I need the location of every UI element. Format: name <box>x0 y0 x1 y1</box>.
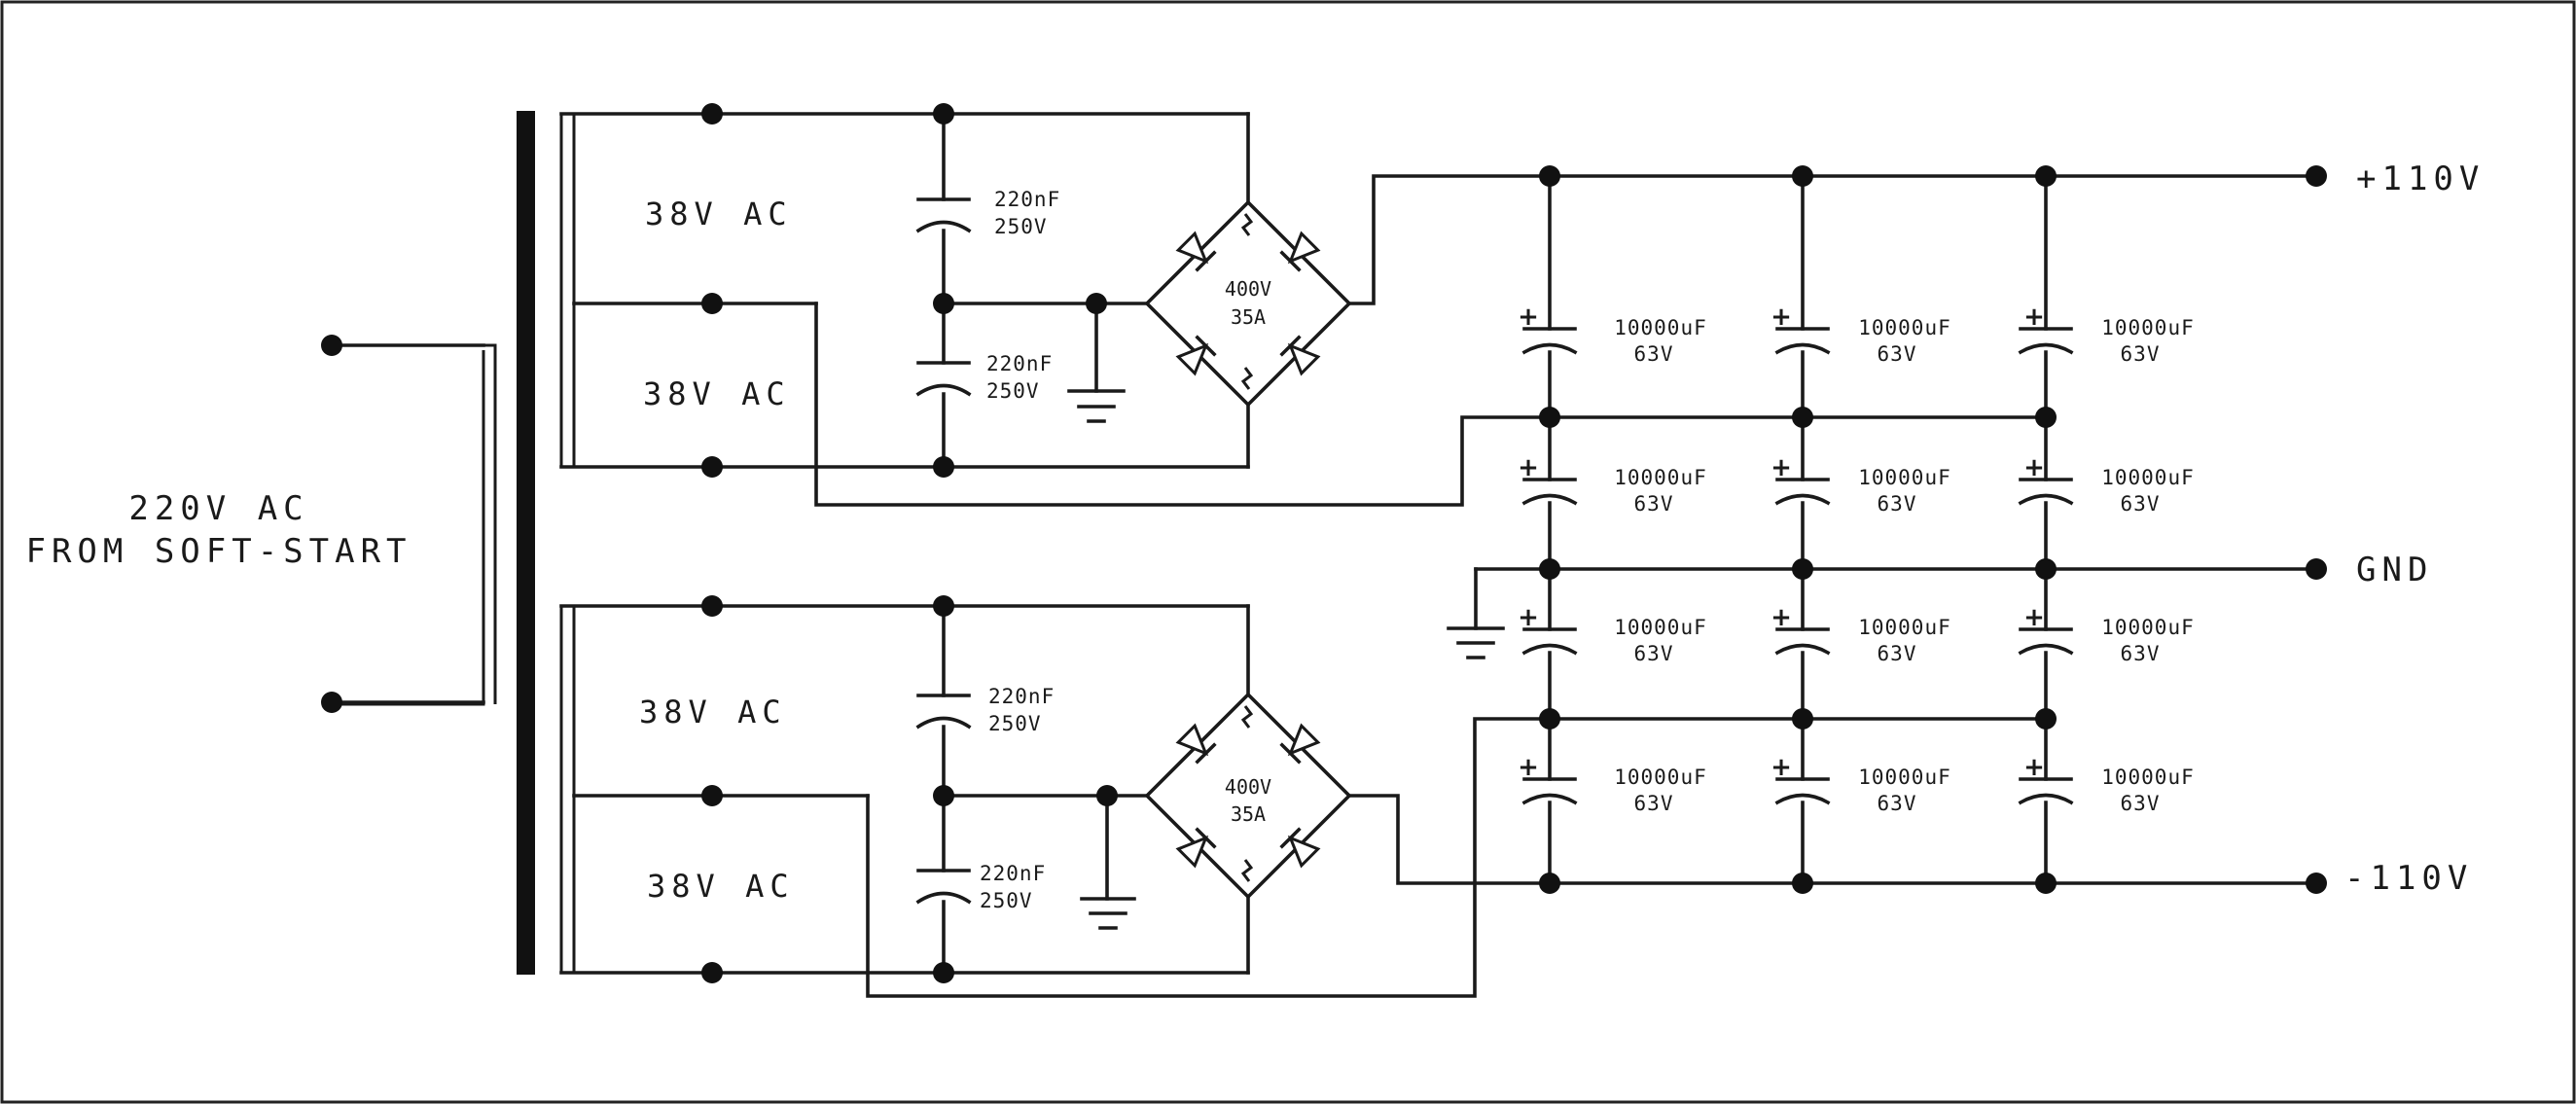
bridge-rectifier-lower <box>1144 692 1352 900</box>
cap-220nf-lower-1 <box>915 694 972 730</box>
cap-10000uf-r3-c2 <box>1774 627 1831 656</box>
ground-symbol-lower <box>1080 897 1136 930</box>
cap-voltage-r4-c1: 63V <box>1634 792 1674 815</box>
bank-dots <box>1539 165 2057 894</box>
cap-polarity-r3-c3: + <box>2023 603 2045 632</box>
ground-symbol-upper <box>1067 389 1126 423</box>
rail-label-negative: -110V <box>2344 859 2473 898</box>
lower-secondary-wiring <box>559 604 2318 998</box>
cap-220nf-upper-1 <box>915 197 972 233</box>
cap-polarity-r1-c2: + <box>1771 303 1792 332</box>
winding-label-1: 38V AC <box>645 196 793 232</box>
cap-value-r1-c2: 10000uF <box>1858 316 1951 339</box>
cap-value-r2-c1: 10000uF <box>1614 466 1707 489</box>
upper-secondary-wiring <box>559 112 2318 507</box>
input-label-voltage: 220V AC <box>128 489 308 528</box>
cap-value-r3-c1: 10000uF <box>1614 616 1707 639</box>
cap-220nf-lower-2-value: 220nF <box>980 862 1046 885</box>
cap-value-r2-c3: 10000uF <box>2101 466 2195 489</box>
cap-polarity-r4-c1: + <box>1518 753 1539 782</box>
cap-voltage-r1-c3: 63V <box>2121 342 2161 366</box>
cap-10000uf-r4-c1 <box>1521 777 1578 805</box>
cap-220nf-upper-2-value: 220nF <box>986 352 1053 375</box>
lower-dots <box>701 595 1118 983</box>
cap-10000uf-r2-c3 <box>2018 478 2074 506</box>
input-label-source: FROM SOFT-START <box>25 532 411 571</box>
bridge-upper-current: 35A <box>1231 305 1266 329</box>
cap-220nf-upper-1-value: 220nF <box>994 188 1060 211</box>
cap-polarity-r4-c3: + <box>2023 753 2045 782</box>
cap-220nf-upper-2-voltage: 250V <box>986 379 1040 403</box>
cap-220nf-lower-2-voltage: 250V <box>980 889 1033 912</box>
ground-symbol-bank <box>1447 626 1505 659</box>
cap-polarity-r1-c3: + <box>2023 303 2045 332</box>
cap-value-r1-c1: 10000uF <box>1614 316 1707 339</box>
cap-polarity-r1-c1: + <box>1518 303 1539 332</box>
primary-input <box>321 335 497 713</box>
bridge-upper-voltage: 400V <box>1225 277 1271 301</box>
cap-voltage-r2-c1: 63V <box>1634 492 1674 516</box>
cap-polarity-r2-c2: + <box>1771 453 1792 482</box>
cap-value-r4-c2: 10000uF <box>1858 766 1951 789</box>
upper-dots <box>701 103 1107 478</box>
cap-value-r4-c3: 10000uF <box>2101 766 2195 789</box>
rail-label-ground: GND <box>2356 551 2433 589</box>
bridge-lower-current: 35A <box>1231 802 1266 826</box>
cap-value-r1-c3: 10000uF <box>2101 316 2195 339</box>
cap-voltage-r2-c3: 63V <box>2121 492 2161 516</box>
cap-value-r3-c3: 10000uF <box>2101 616 2195 639</box>
cap-voltage-r3-c3: 63V <box>2121 642 2161 665</box>
cap-10000uf-r1-c1 <box>1521 327 1578 355</box>
bridge-rectifier-upper <box>1144 199 1352 408</box>
cap-polarity-r3-c2: + <box>1771 603 1792 632</box>
cap-220nf-lower-1-value: 220nF <box>988 685 1055 708</box>
cap-220nf-lower-2 <box>915 869 972 905</box>
cap-polarity-r2-c1: + <box>1518 453 1539 482</box>
winding-label-4: 38V AC <box>647 868 795 905</box>
cap-polarity-r4-c2: + <box>1771 753 1792 782</box>
cap-10000uf-r3-c3 <box>2018 627 2074 656</box>
winding-label-3: 38V AC <box>639 694 787 730</box>
cap-220nf-upper-1-voltage: 250V <box>994 215 1048 238</box>
transformer-core <box>517 111 535 975</box>
cap-220nf-lower-1-voltage: 250V <box>988 712 1042 735</box>
cap-voltage-r4-c3: 63V <box>2121 792 2161 815</box>
cap-10000uf-r2-c2 <box>1774 478 1831 506</box>
cap-value-r3-c2: 10000uF <box>1858 616 1951 639</box>
cap-voltage-r1-c1: 63V <box>1634 342 1674 366</box>
cap-value-r2-c2: 10000uF <box>1858 466 1951 489</box>
cap-polarity-r2-c3: + <box>2023 453 2045 482</box>
cap-voltage-r2-c2: 63V <box>1878 492 1917 516</box>
cap-voltage-r3-c2: 63V <box>1878 642 1917 665</box>
cap-polarity-r3-c1: + <box>1518 603 1539 632</box>
winding-label-2: 38V AC <box>643 375 791 412</box>
cap-10000uf-r1-c3 <box>2018 327 2074 355</box>
cap-10000uf-r1-c2 <box>1774 327 1831 355</box>
cap-voltage-r4-c2: 63V <box>1878 792 1917 815</box>
cap-10000uf-r2-c1 <box>1521 478 1578 506</box>
cap-voltage-r3-c1: 63V <box>1634 642 1674 665</box>
cap-10000uf-r4-c2 <box>1774 777 1831 805</box>
cap-10000uf-r3-c1 <box>1521 627 1578 656</box>
rail-label-positive: +110V <box>2356 160 2485 198</box>
cap-220nf-upper-2 <box>915 361 972 397</box>
cap-voltage-r1-c2: 63V <box>1878 342 1917 366</box>
cap-10000uf-r4-c3 <box>2018 777 2074 805</box>
cap-value-r4-c1: 10000uF <box>1614 766 1707 789</box>
bridge-lower-voltage: 400V <box>1225 775 1271 799</box>
rail-terminals <box>2306 165 2327 894</box>
